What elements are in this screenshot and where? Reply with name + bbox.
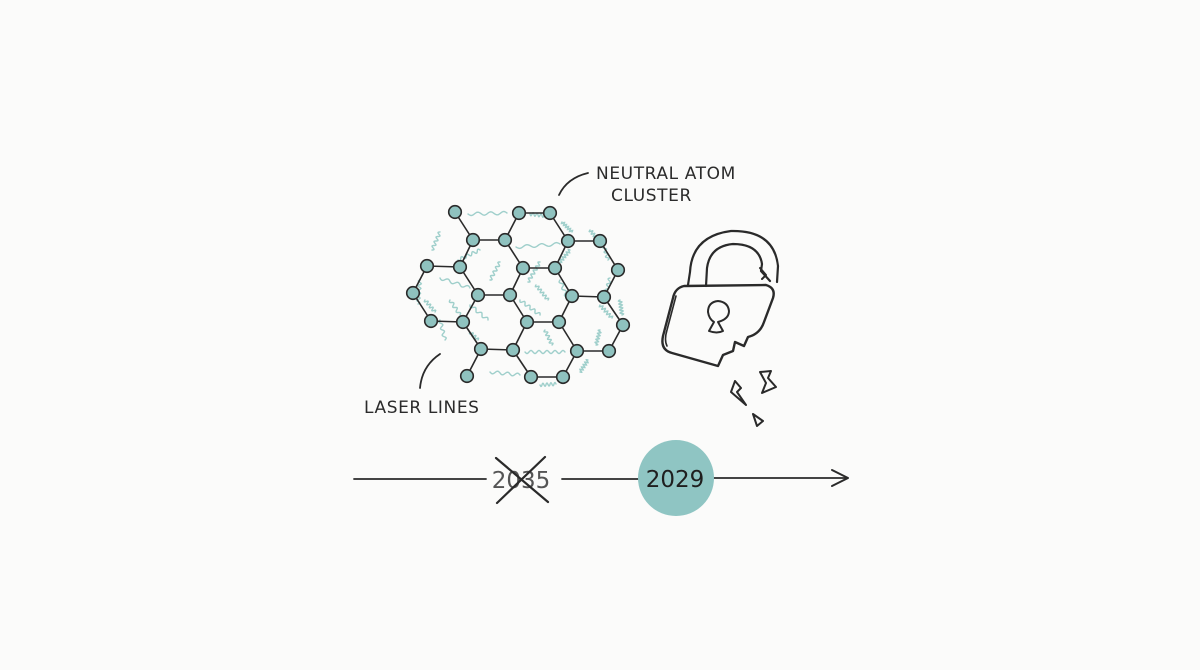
cluster-label-leader [558, 172, 589, 196]
neutral-atom-cluster [405, 204, 631, 385]
atom [419, 258, 435, 274]
atom [523, 369, 539, 385]
laser-line [439, 277, 471, 289]
atom [497, 232, 513, 248]
atom [551, 314, 567, 330]
cluster-label-line1: NEUTRAL ATOM [596, 164, 736, 184]
atom [610, 262, 626, 278]
atom [542, 205, 558, 221]
atom [473, 341, 489, 357]
laser-line [527, 261, 541, 283]
atom [511, 205, 527, 221]
atom [569, 343, 585, 359]
atom [455, 314, 471, 330]
laser-line [515, 241, 561, 250]
atom [459, 368, 475, 384]
laser-label: LASER LINES [364, 398, 480, 418]
laser-line [457, 248, 481, 262]
laser-line [423, 299, 437, 313]
broken-padlock-icon [661, 229, 780, 427]
atom [601, 343, 617, 359]
laser-line [448, 299, 462, 316]
atom [405, 285, 421, 301]
laser-label-leader [419, 353, 441, 389]
atom [592, 233, 608, 249]
atom [555, 369, 571, 385]
laser-line [617, 299, 625, 316]
atom [505, 342, 521, 358]
atom [615, 317, 631, 333]
cluster-label-line2: CLUSTER [611, 186, 692, 206]
laser-line [594, 329, 602, 346]
atom [596, 289, 612, 305]
laser-line [519, 299, 541, 316]
atom [519, 314, 535, 330]
atom [470, 287, 486, 303]
laser-line [467, 210, 508, 217]
atom [560, 233, 576, 249]
atom [465, 232, 481, 248]
laser-line [598, 304, 614, 319]
laser-line [431, 231, 441, 251]
atom [515, 260, 531, 276]
laser-line [560, 221, 574, 233]
laser-line [489, 370, 521, 377]
atom [447, 204, 463, 220]
laser-line [534, 284, 550, 301]
atom [502, 287, 518, 303]
laser-line [489, 261, 501, 281]
laser-line [469, 304, 489, 321]
laser-line [578, 359, 590, 373]
laser-line [524, 349, 566, 355]
atom [423, 313, 439, 329]
new-year-badge [638, 440, 714, 516]
strike-x-icon [494, 455, 550, 505]
laser-line [438, 319, 447, 341]
timeline: 2035 2029 [353, 440, 849, 516]
laser-line [539, 381, 557, 388]
atom [547, 260, 563, 276]
new-year: 2029 [646, 467, 705, 493]
laser-line [543, 329, 554, 346]
laser-line [559, 248, 571, 264]
timeline-arrow-icon [831, 469, 849, 487]
atom [452, 259, 468, 275]
atom [564, 288, 580, 304]
